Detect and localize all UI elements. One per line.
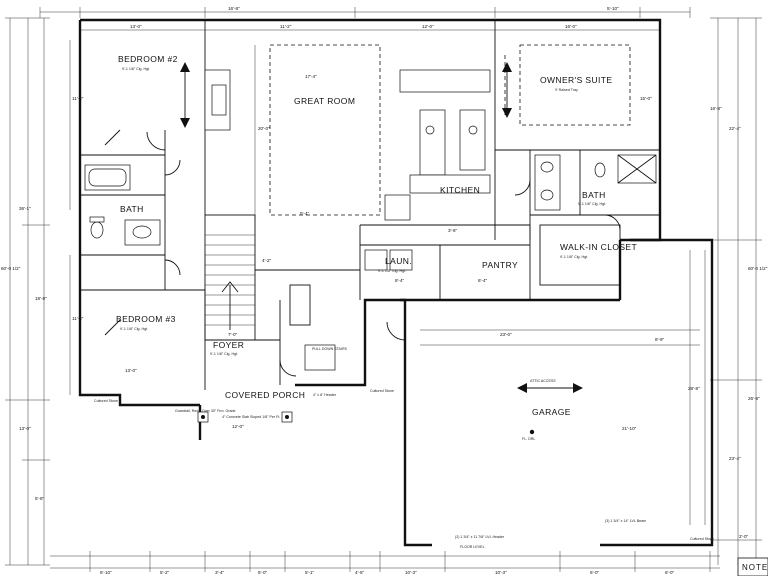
foyer-ceiling: 9'-1 1/8" Clg. Hgt. — [210, 352, 238, 356]
dim-owner-h: 15'-0" — [640, 96, 652, 101]
dim-left-d: 5'-8" — [35, 496, 45, 501]
dim-top-bedroom2: 13'-0" — [130, 24, 142, 29]
porch-slab-note: 4" Concrete Slab Sloped 1/8" Per Ft. — [222, 415, 280, 419]
dim-kitchen-w: 3'-6" — [448, 228, 458, 233]
pull-down-stairs-note: PULL DOWN STAIRS — [312, 347, 348, 351]
dim-garage-sub: 8'-9" — [655, 337, 665, 342]
cultured-stone-porch: Cultured Stone — [370, 389, 394, 393]
garage-note: FL. DRL — [522, 437, 535, 441]
direction-arrows — [180, 62, 583, 393]
dim-bottom-g: 10'-3" — [405, 570, 417, 575]
laundry-ceiling: 9'-1 1/8" Clg. Hgt. — [378, 269, 406, 273]
bath-owner-ceiling: 9'-1 1/8" Clg. Hgt. — [578, 202, 606, 206]
floor-level-note: FLOOR LEVEL — [460, 545, 485, 549]
dim-porch-w: 12'-0" — [232, 424, 244, 429]
dim-bottom-h: 10'-3" — [495, 570, 507, 575]
garage-label: GARAGE — [532, 407, 571, 417]
dim-top-great: 11'-2" — [280, 24, 292, 29]
cultured-stone-left: Cultured Stone — [94, 399, 118, 403]
interior-walls — [80, 20, 660, 390]
dim-pantry-w: 6'-4" — [478, 278, 488, 283]
dim-top-mid: 12'-0" — [422, 24, 434, 29]
foyer-label: FOYER — [213, 340, 244, 350]
dim-bed3-w: 13'-0" — [125, 368, 137, 373]
great-room-label: GREAT ROOM — [294, 96, 355, 106]
dim-bottom-e: 5'-1" — [305, 570, 315, 575]
dim-bottom-i: 6'-0" — [590, 570, 600, 575]
dimension-labels: 13'-0" 11'-2" 12'-0" 16'-0" 16'-8" 5'-10… — [1, 6, 768, 575]
dim-bottom-f: 4'-5" — [355, 570, 365, 575]
dim-left-c: 13'-0" — [19, 426, 31, 431]
note-tab-label: NOTE — [742, 563, 768, 572]
dim-hall: 4'-2" — [262, 258, 272, 263]
dim-right-d: 26'-8" — [748, 396, 760, 401]
dim-left-a: 36'-1" — [19, 206, 31, 211]
dim-bed2-h: 11'-8" — [72, 96, 84, 101]
dim-bottom-j: 6'-0" — [665, 570, 675, 575]
dim-right-a: 22'-4" — [729, 126, 741, 131]
fixtures — [84, 69, 657, 435]
dim-left-total: 60'-0 1/2" — [1, 266, 21, 271]
dim-laun-w: 8'-4" — [395, 278, 405, 283]
plan-notes: Guardrail, Req'd Over 30" Frm. Grade 4" … — [94, 347, 714, 549]
bedroom3-ceiling: 9'-1 1/8" Clg. Hgt. — [120, 327, 148, 331]
dim-foyer-w: 7'-0" — [228, 332, 238, 337]
bedroom2-ceiling: 9'-1 1/8" Clg. Hgt. — [122, 67, 150, 71]
bedroom2-label: BEDROOM #2 — [118, 54, 178, 64]
dim-top-a: 16'-8" — [228, 6, 240, 11]
kitchen-label: KITCHEN — [440, 185, 480, 195]
dim-top-owner: 16'-0" — [565, 24, 577, 29]
dim-garage-side: 28'-8" — [688, 386, 700, 391]
bath-left-label: BATH — [120, 204, 144, 214]
note-tab: NOTE — [737, 557, 768, 576]
dimension-lines — [5, 7, 762, 572]
owners-suite-label: OWNER'S SUITE — [540, 75, 612, 85]
dim-top-b: 5'-10" — [607, 6, 619, 11]
dim-left-b: 18'-8" — [35, 296, 47, 301]
dim-garage-w: 23'-0" — [500, 332, 512, 337]
bedroom3-label: BEDROOM #3 — [116, 314, 176, 324]
dim-greatroom-w: 17'-4" — [305, 74, 317, 79]
walkin-closet-label: WALK-IN CLOSET — [560, 242, 637, 252]
garage-header-note: (2) 1 3/4" x 11 7/8" LVL Header — [455, 535, 505, 539]
guardrail-note: Guardrail, Req'd Over 30" Frm. Grade — [175, 409, 235, 413]
dim-right-e: 2'-0" — [739, 534, 749, 539]
bath-owner-label: BATH — [582, 190, 606, 200]
dim-right-c: 23'-4" — [729, 456, 741, 461]
dim-bottom-c: 3'-4" — [215, 570, 225, 575]
cultured-stone-right: Cultured Stone — [690, 537, 714, 541]
dim-bed3-h: 11'-8" — [72, 316, 84, 321]
room-labels: BEDROOM #2 9'-1 1/8" Clg. Hgt. GREAT ROO… — [116, 54, 637, 441]
dim-garage-h: 21'-10" — [622, 426, 637, 431]
exterior-walls — [78, 18, 714, 547]
laundry-label: LAUN. — [385, 256, 412, 266]
foyer-header-note: 4" x 8" Header — [313, 393, 337, 397]
ceiling-lines — [269, 44, 631, 216]
covered-porch-label: COVERED PORCH — [225, 390, 305, 400]
dim-closet: 5'-4" — [300, 211, 310, 216]
dim-bottom-a: 6'-10" — [100, 570, 112, 575]
owners-suite-ceiling: 9' Raised Tray — [555, 88, 578, 92]
garage-beam-note: (3) 1 3/4" x 14" LVL Beam — [605, 519, 646, 523]
dim-bottom-b: 5'-2" — [160, 570, 170, 575]
attic-access-note: ATTIC ACCESS — [530, 379, 556, 383]
dim-bottom-d: 5'-0" — [258, 570, 268, 575]
walkin-closet-ceiling: 9'-1 1/8" Clg. Hgt. — [560, 255, 588, 259]
dim-right-total: 60'-0 1/2" — [748, 266, 768, 271]
dim-greatroom-h: 20'-0" — [258, 126, 270, 131]
dim-right-b: 16'-8" — [710, 106, 722, 111]
pantry-label: PANTRY — [482, 260, 518, 270]
